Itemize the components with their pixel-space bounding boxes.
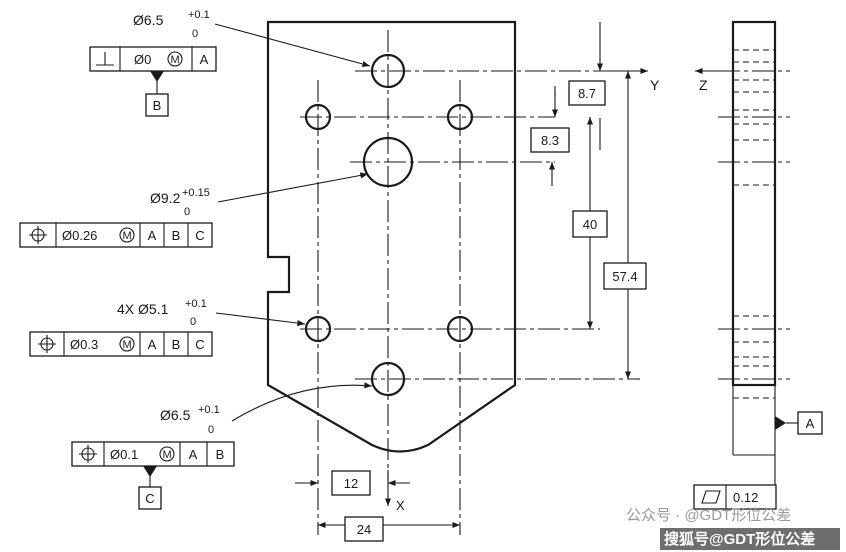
watermark-bottom: 搜狐号@GDT形位公差: [664, 530, 815, 548]
note-holes-4x-upper: +0.1: [185, 298, 207, 310]
note-hole-center: Ø9.2: [150, 190, 181, 206]
hole-center: [362, 136, 414, 188]
note-hole-bottom: Ø6.5: [160, 407, 191, 423]
note-holes-4x-lower: 0: [190, 316, 196, 328]
dim-12: 12: [344, 476, 358, 491]
dim-8-7: 8.7: [578, 86, 596, 101]
dim-24: 24: [357, 522, 371, 537]
note-hole-center-lower: 0: [184, 206, 190, 218]
watermark-top: 公众号 · @GDT形位公差: [626, 507, 791, 524]
dim-40: 40: [583, 217, 597, 232]
hole-ul: [304, 103, 332, 131]
datum-c-label: C: [145, 491, 154, 506]
axis-z-label: Z: [699, 77, 708, 93]
dim-57-4: 57.4: [612, 269, 637, 284]
note-hole-bottom-upper: +0.1: [198, 404, 220, 416]
hole-bottom: [370, 361, 406, 397]
frame-flatness: 0.12: [693, 484, 777, 510]
axis-x-label: X: [396, 498, 405, 513]
note-hole-top-upper: +0.1: [188, 9, 210, 21]
frame-pos-4x-datum-c: C: [195, 337, 204, 352]
frame-pos-center-datum-a: A: [148, 228, 157, 243]
frame-perp-mod: M: [171, 54, 180, 66]
dim-8-3: 8.3: [541, 133, 559, 148]
axis-y-label: Y: [650, 77, 660, 93]
frame-pos-center-datum-c: C: [195, 228, 204, 243]
note-holes-4x: 4X Ø5.1: [117, 301, 169, 317]
center-lines: [300, 30, 640, 535]
frame-perp-tol: Ø0: [134, 52, 151, 67]
frame-pos-4x-mod: M: [123, 339, 132, 351]
frame-pos-4x-tol: Ø0.3: [70, 337, 98, 352]
hole-ur: [446, 103, 474, 131]
note-hole-center-upper: +0.15: [182, 187, 210, 199]
frame-pos-bottom-datum-b: B: [216, 447, 225, 462]
part-outline: [266, 20, 517, 453]
note-hole-top: Ø6.5: [133, 12, 164, 28]
frame-pos-4x-datum-a: A: [148, 337, 157, 352]
frame-flatness-tol: 0.12: [733, 490, 758, 505]
note-hole-bottom-lower: 0: [208, 424, 214, 436]
frame-pos-bottom-tol: Ø0.1: [110, 447, 138, 462]
frame-perp-datum-a: A: [200, 52, 209, 67]
hole-lr: [446, 315, 474, 343]
datum-b-label: B: [153, 98, 162, 113]
frame-pos-center-mod: M: [123, 230, 132, 242]
frame-pos-center-tol: Ø0.26: [62, 228, 97, 243]
frame-pos-bottom-datum-a: A: [189, 447, 198, 462]
side-view: [718, 20, 790, 456]
frame-pos-bottom-mod: M: [163, 449, 172, 461]
holes: [304, 53, 474, 397]
frame-position-bottom: Ø0.1 M A B: [71, 441, 235, 467]
frame-pos-4x-datum-b: B: [172, 337, 181, 352]
frame-perpendicularity: Ø0 M A: [89, 46, 217, 72]
frame-pos-center-datum-b: B: [172, 228, 181, 243]
frame-position-center: Ø0.26 M A B C: [19, 222, 213, 248]
note-hole-top-lower: 0: [192, 28, 198, 40]
datum-a-label: A: [806, 416, 815, 431]
hole-ll: [304, 315, 332, 343]
frame-position-4x: Ø0.3 M A B C: [29, 331, 213, 357]
hole-top: [370, 53, 406, 89]
